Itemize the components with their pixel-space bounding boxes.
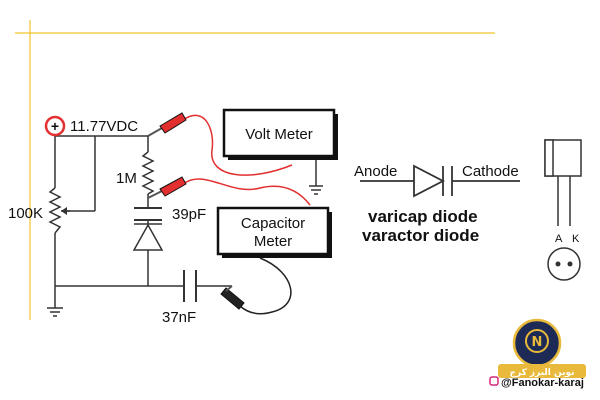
gear-logo-icon: N	[525, 329, 549, 353]
watermark-badge-text: نوین البرز کرج	[509, 368, 574, 378]
resistor-symbol	[141, 151, 155, 195]
cathode-label: Cathode	[462, 163, 519, 180]
pin-k-label: K	[572, 233, 580, 245]
varicap-capacitor-label: 39pF	[172, 206, 206, 223]
watermark-badge: N نوین البرز کرج	[498, 318, 586, 378]
watermark-handle: @Fanokar-karaj	[501, 377, 584, 389]
volt-meter-label: Volt Meter	[245, 126, 313, 143]
capacitor-meter-box: Capacitor Meter	[216, 206, 332, 258]
coupling-capacitor-label: 37nF	[162, 309, 196, 326]
volt-meter-ground-icon	[309, 185, 323, 195]
watermark-handle-row: @Fanokar-karaj	[489, 376, 584, 389]
varactor-title: varactor diode	[362, 226, 479, 245]
anode-label: Anode	[354, 163, 397, 180]
diode-package-bottom-icon	[547, 247, 581, 281]
capacitor-meter-label-1: Capacitor	[241, 215, 305, 232]
black-probe-icon	[220, 285, 245, 310]
instagram-icon	[489, 376, 499, 386]
supply-plus-sign: +	[51, 118, 59, 134]
svg-text:N: N	[532, 335, 543, 350]
coupling-capacitor-symbol	[183, 270, 197, 302]
capacitor-meter-label-2: Meter	[254, 233, 292, 250]
resistor-label: 1M	[116, 170, 137, 187]
varicap-title: varicap diode	[368, 207, 478, 226]
supply-voltage-label: 11.77VDC	[70, 118, 138, 135]
circuit-diode-symbol	[132, 223, 164, 251]
potentiometer-symbol	[48, 187, 70, 234]
pin-a-label: A	[555, 233, 563, 245]
varicap-capacitor-symbol	[134, 207, 162, 221]
probe-wires	[182, 114, 311, 315]
diode-package-side-icon	[544, 139, 582, 226]
volt-meter-box: Volt Meter	[222, 108, 338, 160]
red-probe-top-icon	[147, 112, 187, 137]
red-probe-mid-icon	[147, 176, 187, 199]
supply-plus-icon: +	[44, 115, 66, 137]
frame-lines	[15, 20, 495, 320]
varicap-diode-symbol	[360, 164, 520, 198]
ground-icon	[47, 307, 63, 317]
potentiometer-label: 100K	[8, 205, 43, 222]
